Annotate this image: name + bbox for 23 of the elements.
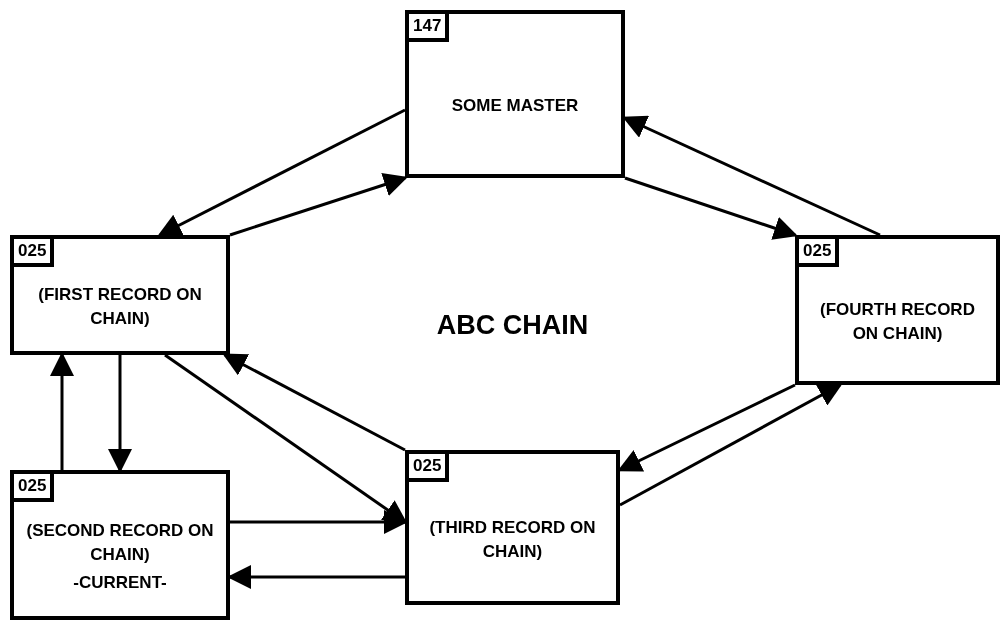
record-box <box>405 450 620 605</box>
record-label: SOME MASTER <box>450 95 580 117</box>
chain-title: ABC CHAIN <box>435 309 590 342</box>
record-type-number: 025 <box>14 239 55 267</box>
arrow <box>108 355 132 473</box>
arrow <box>619 383 843 507</box>
record-box <box>10 235 230 355</box>
arrow <box>229 173 408 237</box>
record-type-number: 025 <box>799 239 840 267</box>
arrow <box>222 353 406 452</box>
record-box <box>405 10 625 178</box>
arrow <box>624 176 798 240</box>
record-label: (FIRST RECORD ON CHAIN) <box>37 284 203 330</box>
record-label: (SECOND RECORD ON CHAIN) <box>25 520 215 566</box>
record-label: (THIRD RECORD ON CHAIN) <box>428 516 597 563</box>
record-box <box>795 235 1000 385</box>
record-label: (FOURTH RECORD ON CHAIN) <box>819 299 976 345</box>
record-box <box>10 470 230 620</box>
arrow <box>157 108 406 237</box>
record-type-number: 025 <box>409 454 450 482</box>
record-type-number: 025 <box>14 474 55 502</box>
record-type-number: 147 <box>409 14 450 42</box>
record-label: -CURRENT- <box>72 572 168 594</box>
